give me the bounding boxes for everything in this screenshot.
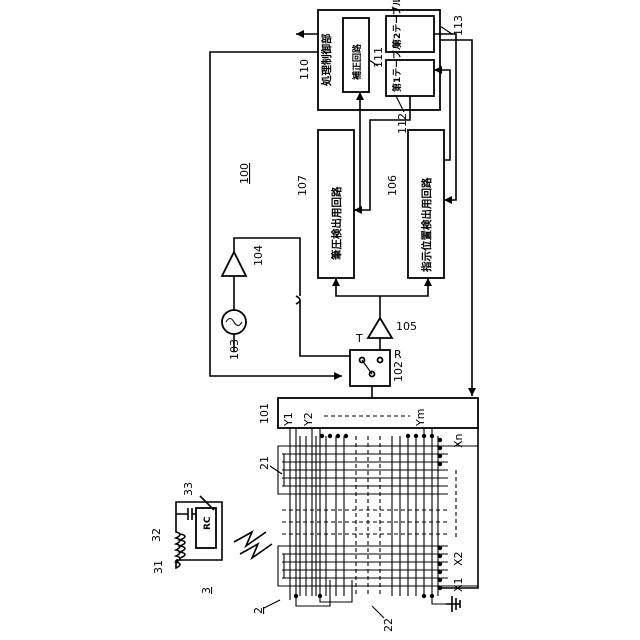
ref-111: 111 xyxy=(372,47,385,68)
ref-106: 106 xyxy=(386,175,399,196)
amplifier-104 xyxy=(222,252,246,276)
y2-label: Y2 xyxy=(302,412,315,427)
ref-31: 31 xyxy=(152,560,165,574)
sensor-y-wire xyxy=(296,428,330,606)
arrowhead-to-106 xyxy=(424,278,432,286)
ref-21: 21 xyxy=(258,456,271,470)
ref-113: 113 xyxy=(452,15,465,36)
leader-113 xyxy=(440,26,452,34)
position-detect-circuit: 指示位置検出用回路 xyxy=(408,130,444,278)
signal-bolt xyxy=(234,532,266,546)
arrowhead-table2-to-106 xyxy=(444,196,452,204)
arrowhead-110-to-101 xyxy=(468,388,476,396)
amplifier-105 xyxy=(368,318,392,338)
second-table-label: 第2テーブル xyxy=(391,0,403,48)
ref-105: 105 xyxy=(396,320,417,333)
ref-112: 112 xyxy=(396,113,409,134)
sensor-dashed xyxy=(282,436,448,596)
switch-102 xyxy=(350,350,390,386)
ref-101: 101 xyxy=(258,403,271,424)
leader-22 xyxy=(372,606,384,618)
ref-22: 22 xyxy=(382,618,395,632)
sensor-y-lines xyxy=(300,436,438,596)
signal-bolt-2 xyxy=(240,544,272,558)
arrowhead-110-to-102 xyxy=(334,372,342,380)
rc-label: RC xyxy=(203,516,213,530)
position-detect-label: 指示位置検出用回路 xyxy=(420,177,433,272)
ref-107: 107 xyxy=(296,175,309,196)
ref-32: 32 xyxy=(150,528,163,542)
sensor-x-loops xyxy=(278,446,306,586)
xn-label: Xn xyxy=(452,433,465,448)
switch-terminal-r-dot xyxy=(378,358,383,363)
leader-2 xyxy=(264,600,280,608)
wire-105-to-detectors xyxy=(336,278,428,296)
system-ref: 100 xyxy=(238,163,251,184)
ref-102: 102 xyxy=(392,361,405,382)
processing-control-label: 処理制御部 xyxy=(320,33,333,87)
coil-31 xyxy=(176,528,180,568)
x1-label: X1 xyxy=(452,577,465,592)
correction-circuit-label: 補正回路 xyxy=(351,43,363,81)
ref-104: 104 xyxy=(252,245,265,266)
ref-3: 3 xyxy=(200,587,213,594)
arrowhead-to-107 xyxy=(332,278,340,286)
sensor-grid xyxy=(278,428,478,606)
x2-label: X2 xyxy=(452,551,465,566)
ref-33: 33 xyxy=(182,482,195,496)
arrowhead-table1-to-107 xyxy=(354,206,362,214)
output-arrowhead xyxy=(296,30,304,38)
ref-2: 2 xyxy=(252,607,265,614)
sensor-x-lines xyxy=(282,446,448,586)
y1-label: Y1 xyxy=(282,412,295,427)
pen-pressure-label: 筆圧検出用回路 xyxy=(330,186,343,260)
pen-pressure-circuit: 筆圧検出用回路 xyxy=(318,130,354,278)
ground-symbol xyxy=(446,596,460,612)
leader-21 xyxy=(270,466,282,474)
ym-label: Ym xyxy=(414,409,427,427)
coil-core xyxy=(180,534,185,558)
ref-110: 110 xyxy=(298,59,311,80)
first-table-label: 第1テーブル xyxy=(391,41,403,92)
switch-terminal-t: T xyxy=(355,332,363,345)
switch-terminal-r: R xyxy=(394,348,402,361)
pen-circuit xyxy=(176,496,222,568)
